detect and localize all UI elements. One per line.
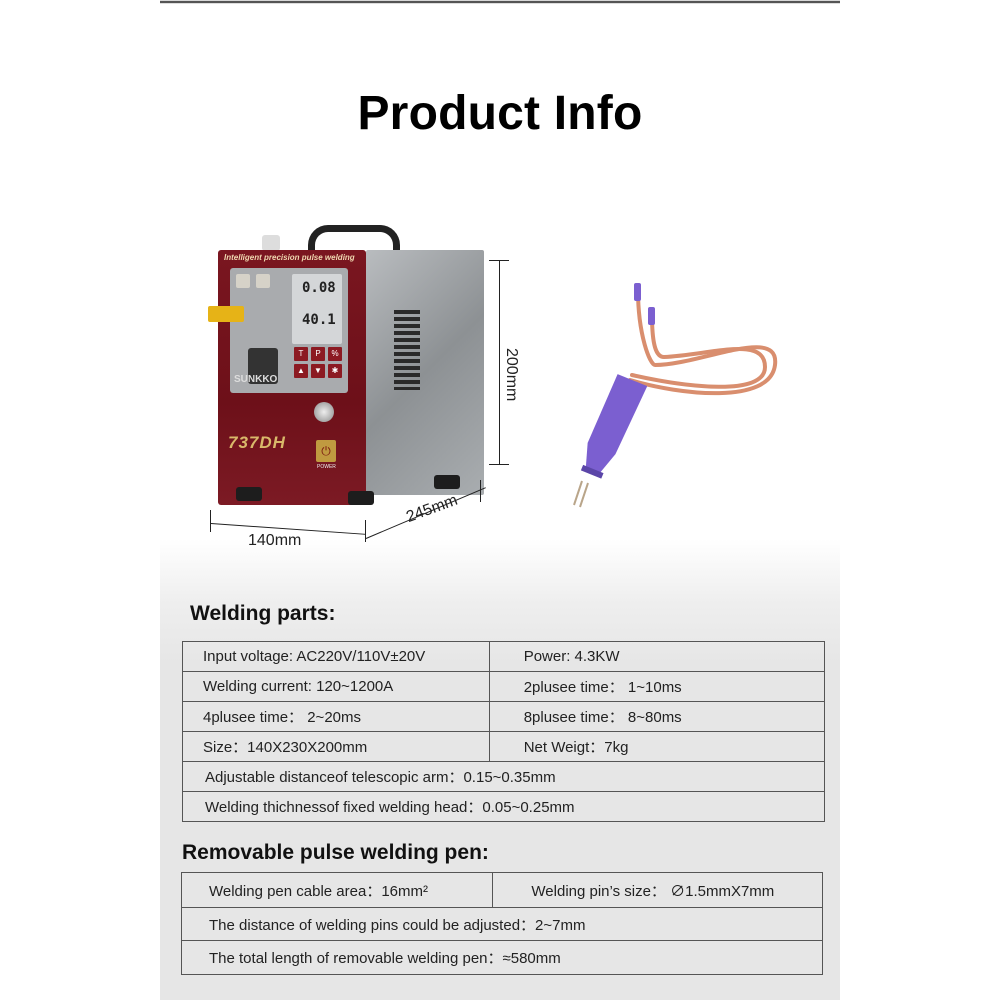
model-label: 737DH — [228, 433, 286, 452]
dimension-tick — [480, 480, 481, 502]
spec-cell: Input voltage: AC220V/110V±20V — [182, 641, 490, 672]
spec-cell: Adjustable distanceof telescopic arm：0.1… — [182, 761, 825, 792]
welding-pen-image — [573, 283, 778, 508]
spec-cell: 4plusee time： 2~20ms — [182, 701, 490, 732]
pulse-dial — [314, 402, 334, 422]
top-knob — [262, 235, 280, 251]
machine-side-panel — [366, 250, 484, 495]
table-row: The total length of removable welding pe… — [181, 940, 823, 975]
set-button: ✱ — [328, 364, 342, 378]
spec-cell: Welding thichnessof fixed welding head：0… — [182, 791, 825, 822]
spec-cell: The distance of welding pins could be ad… — [181, 907, 823, 941]
terminal — [256, 274, 270, 288]
copper-cable — [628, 288, 778, 396]
power-icon: ⏻ — [316, 440, 336, 462]
spot-welder-machine-image: Intelligent precision pulse welding 0.08… — [208, 225, 510, 515]
spec-cell: Net Weigt：7kg — [488, 731, 826, 762]
spec-cell: Welding current: 120~1200A — [182, 671, 490, 702]
dimension-tick — [489, 464, 509, 465]
down-button: ▼ — [311, 364, 325, 378]
machine-foot — [434, 475, 460, 489]
machine-foot — [348, 491, 374, 505]
lcd-display: 0.08 40.1 — [292, 274, 342, 344]
pen-specs-table: Welding pen cable area：16mm² Welding pin… — [180, 872, 823, 975]
table-row: Welding pen cable area：16mm² Welding pin… — [180, 872, 823, 908]
table-row: Welding thichnessof fixed welding head：0… — [182, 791, 825, 822]
power-label: POWER — [317, 464, 336, 470]
welding-pins — [573, 480, 589, 508]
pen-specs-heading: Removable pulse welding pen: — [182, 841, 489, 864]
cable-plug — [648, 307, 655, 325]
spec-cell: Welding pin’s size： ∅1.5mmX7mm — [492, 872, 823, 908]
welding-parts-heading: Welding parts: — [190, 602, 336, 625]
width-dimension-label: 140mm — [248, 532, 302, 549]
machine-foot — [236, 487, 262, 501]
p-button: P — [311, 347, 325, 361]
table-row: Welding current: 120~1200A 2plusee time：… — [182, 671, 826, 702]
vent-grille — [394, 310, 420, 390]
welding-parts-table: Input voltage: AC220V/110V±20V Power: 4.… — [182, 641, 826, 822]
table-row: Input voltage: AC220V/110V±20V Power: 4.… — [182, 641, 826, 672]
carry-handle — [308, 225, 400, 255]
spec-cell: 2plusee time： 1~10ms — [488, 671, 826, 702]
control-buttons: T P % ▲ ▼ ✱ — [294, 347, 342, 378]
spec-cell: The total length of removable welding pe… — [181, 940, 823, 975]
mode-button: % — [328, 347, 342, 361]
table-row: The distance of welding pins could be ad… — [181, 907, 823, 941]
dimension-tick — [365, 520, 366, 542]
spec-cell: 8plusee time： 8~80ms — [488, 701, 826, 732]
pen-handle — [580, 374, 648, 479]
up-button: ▲ — [294, 364, 308, 378]
page-title: Product Info — [357, 87, 643, 140]
control-panel: 0.08 40.1 T P % ▲ ▼ ✱ SUNKKO — [208, 268, 348, 393]
top-divider — [160, 0, 840, 4]
height-dimension-label: 200mm — [503, 348, 520, 402]
cable-plug — [634, 283, 641, 301]
table-row: Adjustable distanceof telescopic arm：0.1… — [182, 761, 825, 792]
display-top-value: 0.08 — [302, 280, 336, 296]
table-row: 4plusee time： 2~20ms 8plusee time： 8~80m… — [182, 701, 826, 732]
yellow-connector — [208, 306, 244, 322]
table-row: Size：140X230X200mm Net Weigt：7kg — [182, 731, 826, 762]
machine-front-panel: Intelligent precision pulse welding 0.08… — [208, 250, 366, 505]
t-button: T — [294, 347, 308, 361]
height-dimension-line — [499, 260, 500, 465]
pen-socket — [248, 348, 278, 384]
machine-strip-text: Intelligent precision pulse welding — [224, 253, 355, 262]
dimension-tick — [489, 260, 509, 261]
spec-cell: Power: 4.3KW — [488, 641, 826, 672]
dimension-tick — [210, 510, 211, 532]
spec-cell: Size：140X230X200mm — [182, 731, 490, 762]
display-bottom-value: 40.1 — [302, 312, 336, 328]
terminal — [236, 274, 250, 288]
brand-logo: SUNKKO — [234, 374, 278, 385]
spec-cell: Welding pen cable area：16mm² — [180, 872, 494, 908]
